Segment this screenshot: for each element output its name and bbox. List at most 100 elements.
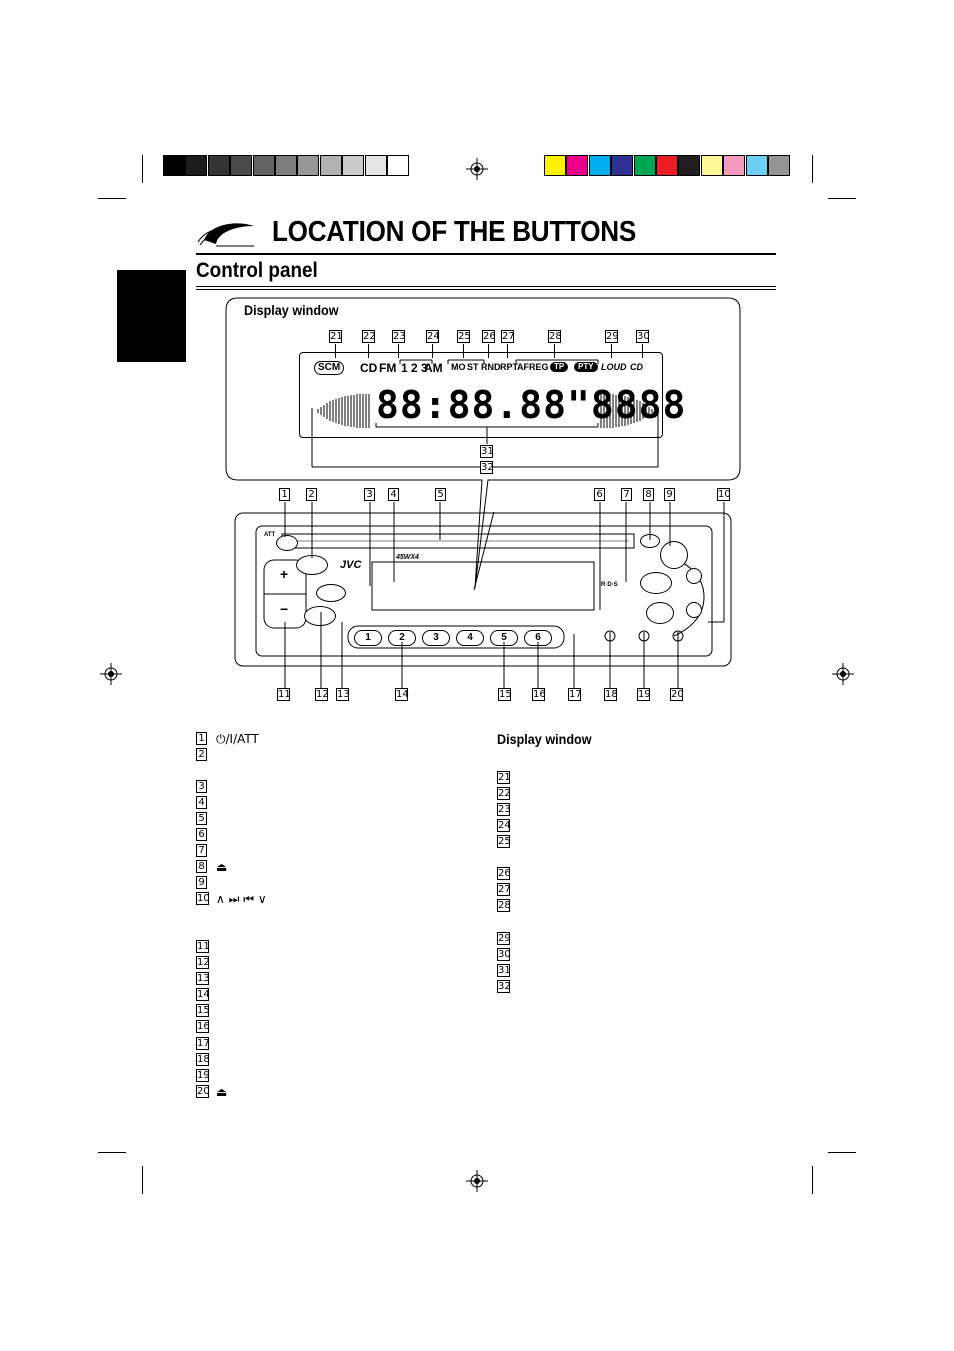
item-number: 20 [196, 1085, 210, 1098]
item-number: 1 [196, 732, 207, 745]
volume-down-icon[interactable]: − [280, 601, 289, 617]
crop-mark [142, 155, 143, 183]
item-number: 32 [497, 980, 511, 993]
callout-number: 22 [362, 330, 376, 343]
display-window-label: Display window [244, 302, 339, 318]
color-swatch [544, 155, 566, 176]
item-number: 4 [196, 796, 207, 809]
callout-number: 25 [457, 330, 471, 343]
callout-leader [368, 344, 369, 358]
section-logo-icon [197, 223, 254, 247]
callout-number: 19 [637, 688, 651, 701]
loudness-indicator: LOUD [601, 362, 627, 372]
grayscale-swatch [297, 155, 320, 176]
dis-button[interactable] [660, 541, 688, 569]
cd-indicator: CD [360, 361, 378, 375]
callout-number: 30 [636, 330, 650, 343]
item-number: 27 [497, 883, 511, 896]
brand-logo: JVC [340, 559, 362, 571]
color-swatch [633, 155, 656, 176]
scm-indicator: SCM [314, 361, 345, 375]
volume-up-icon[interactable]: + [280, 566, 289, 582]
callout-leader [554, 344, 555, 358]
callout-number: 3 [364, 488, 375, 501]
preset-button-4[interactable]: 4 [456, 630, 484, 646]
main-segment-display: 88:88.88"8888 [376, 383, 687, 427]
title-rule [196, 253, 776, 255]
section-rule [196, 286, 776, 287]
up-button[interactable] [686, 568, 702, 584]
random-indicator: RND [481, 362, 501, 372]
callout-number: 12 [315, 688, 329, 701]
item-number: 9 [196, 876, 207, 889]
callout-leader [398, 344, 399, 358]
sel-button[interactable] [304, 606, 336, 626]
item-number: 6 [196, 828, 207, 841]
registration-target-icon [100, 663, 122, 685]
item-label: ⏏ [216, 860, 228, 874]
band-number-indicator: 1 2 3 [401, 361, 428, 375]
item-number: 17 [196, 1037, 210, 1050]
item-number: 23 [497, 803, 511, 816]
callout-number: 23 [392, 330, 406, 343]
callout-number: 11 [277, 688, 291, 701]
callout-number: 4 [388, 488, 399, 501]
callout-number: 32 [480, 461, 494, 474]
callout-number: 16 [532, 688, 546, 701]
callout-number: 14 [395, 688, 409, 701]
callout-number: 17 [568, 688, 582, 701]
color-swatch [656, 155, 678, 176]
item-label: ∧ ⏭ ⏮ ∨ [216, 892, 267, 906]
section-rule [196, 289, 776, 290]
crop-mark [828, 1152, 856, 1153]
item-number: 21 [497, 771, 511, 784]
item-number: 24 [497, 819, 511, 832]
preset-button-1[interactable]: 1 [354, 630, 382, 646]
callout-number: 10 [717, 488, 731, 501]
panel-callout-leaders [284, 502, 725, 688]
item-number: 5 [196, 812, 207, 825]
grayscale-swatch [252, 155, 275, 176]
control-panel-drawing [234, 512, 732, 667]
registration-target-icon [466, 1170, 488, 1192]
callout-number: 26 [482, 330, 496, 343]
side-tab [117, 270, 186, 362]
callout-number: 28 [548, 330, 562, 343]
item-number: 11 [196, 940, 210, 953]
grayscale-swatch [275, 155, 297, 176]
color-swatch [768, 155, 790, 176]
af-indicator: AF [517, 362, 529, 372]
mode-button[interactable] [640, 572, 672, 594]
down-button[interactable] [686, 602, 702, 618]
color-swatch [588, 155, 611, 176]
item-number: 10 [196, 892, 210, 905]
callout-number: 9 [664, 488, 675, 501]
grayscale-swatch [387, 155, 409, 176]
power-attenuator-button[interactable] [276, 535, 298, 551]
bnd-button[interactable] [646, 602, 674, 624]
display-callout-leaders [311, 359, 659, 468]
grayscale-swatch [230, 155, 253, 176]
item-number: 15 [196, 1004, 210, 1017]
callout-leader [642, 344, 643, 358]
crop-mark [98, 198, 126, 199]
tp-indicator: TP [550, 362, 569, 372]
grayscale-swatch [163, 155, 185, 176]
callout-number: 5 [435, 488, 446, 501]
stereo-indicator: ST [467, 362, 479, 372]
callout-number: 21 [329, 330, 343, 343]
item-number: 14 [196, 988, 210, 1001]
rds-logo: R·D·S [601, 582, 618, 588]
sound-button[interactable] [316, 584, 346, 602]
mono-indicator: MO [451, 362, 466, 372]
callout-number: 7 [621, 488, 632, 501]
item-number: 19 [196, 1069, 210, 1082]
preset-button-3[interactable]: 3 [422, 630, 450, 646]
level-meter-left [317, 394, 370, 428]
cd-in-indicator: CD [630, 362, 643, 372]
callout-number: 1 [279, 488, 290, 501]
grayscale-swatch [342, 155, 365, 176]
callout-number: 31 [480, 445, 494, 458]
item-number: 22 [497, 787, 511, 800]
pty-indicator: PTY [574, 362, 598, 372]
